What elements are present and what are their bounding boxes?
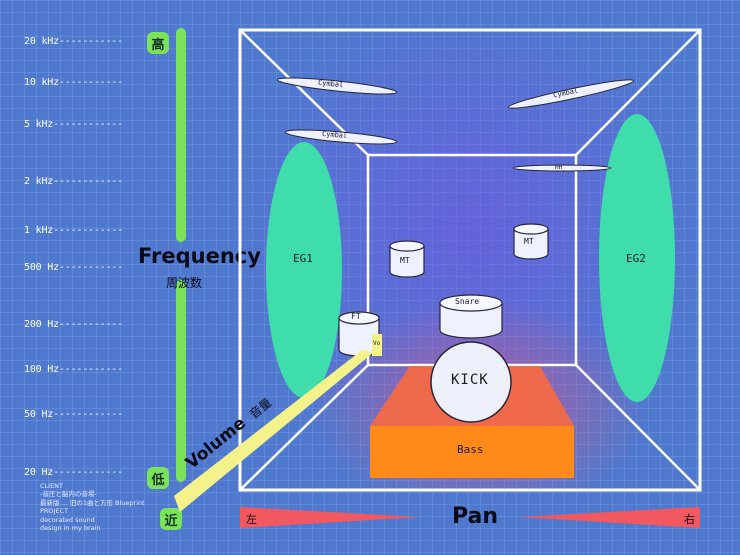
snare-drum	[439, 294, 503, 339]
snare-label: Snare	[455, 297, 480, 306]
frequency-title-jp: 周波数	[166, 276, 203, 290]
freq-tick-1khz: 1 kHz------------	[24, 225, 123, 236]
ft-label: FT	[351, 312, 361, 321]
freq-tick-200hz: 200 Hz-----------	[24, 319, 123, 330]
vocal-marker	[372, 334, 382, 356]
eg1-ellipse	[266, 142, 342, 398]
hihat-label: HH	[555, 164, 563, 171]
cymbal-1	[276, 77, 398, 95]
cymbal-2	[284, 129, 398, 145]
eg1-label: EG1	[293, 252, 313, 265]
pan-left-label: 左	[246, 513, 257, 526]
corner-line-bottom-left	[239, 364, 369, 491]
pan-bar-right	[520, 507, 700, 528]
outer-room-frame	[238, 28, 702, 492]
pan-right-label: 右	[684, 513, 695, 526]
credit-text: CLIENT -音圧と脳内の音場- 最新版 ... 旧の1曲と方形 Bluepr…	[40, 482, 145, 533]
pan-bar-left	[240, 507, 420, 528]
freq-tick-2khz: 2 kHz------------	[24, 176, 123, 187]
bass-label: Bass	[457, 443, 484, 456]
frequency-bar-upper	[176, 28, 186, 242]
corner-line-bottom-right	[575, 364, 701, 491]
near-badge: 近	[160, 508, 182, 530]
freq-tick-5khz: 5 kHz------------	[24, 119, 123, 130]
kick-drum	[430, 341, 512, 423]
high-badge: 高	[147, 32, 169, 54]
freq-tick-20hz: 20 Hz------------	[24, 467, 123, 478]
mt-left-drum	[389, 240, 425, 278]
freq-tick-100hz: 100 Hz-----------	[24, 364, 123, 375]
freq-tick-500hz: 500 Hz-----------	[24, 262, 123, 273]
eg2-label: EG2	[626, 252, 646, 265]
vocal-label: Vo	[373, 340, 381, 347]
freq-tick-50hz: 50 Hz------------	[24, 409, 123, 420]
cymbal-3	[507, 79, 635, 109]
hihat	[512, 164, 612, 172]
low-badge: 低	[147, 467, 169, 489]
mt-left-label: MT	[400, 256, 410, 265]
volume-beam	[174, 350, 374, 512]
pan-title: Pan	[452, 504, 499, 529]
corner-line-top-right	[575, 29, 701, 156]
freq-tick-20khz: 20 kHz-----------	[24, 36, 123, 47]
mt-right-label: MT	[524, 237, 534, 246]
freq-tick-10khz: 10 kHz-----------	[24, 77, 123, 88]
bass-box-front	[370, 426, 574, 478]
eg2-ellipse	[599, 114, 675, 402]
kick-label: KICK	[451, 372, 489, 388]
mt-right-drum	[513, 223, 549, 260]
frequency-bar-lower	[176, 280, 186, 482]
